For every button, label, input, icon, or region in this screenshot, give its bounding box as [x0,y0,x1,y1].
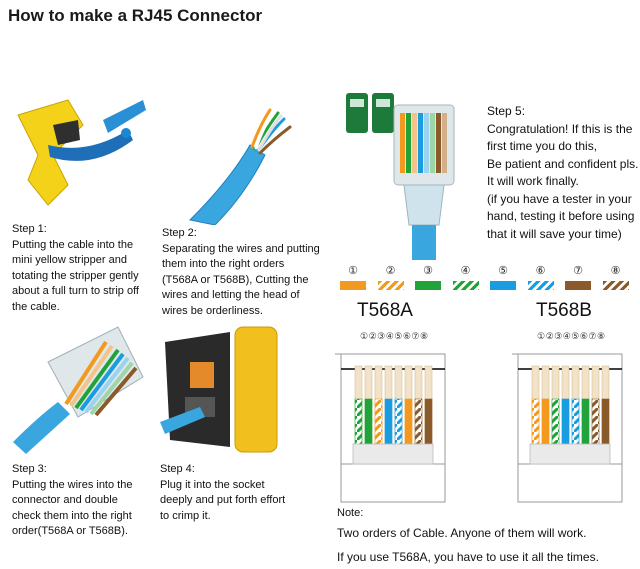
step5-text: Step 5: Congratulation! If this is the f… [487,103,638,243]
step5-line: Be patient and confident pls. [487,156,639,171]
wire-jacket [529,443,611,465]
step5-line: Congratulation! If this is the [487,121,633,136]
step2-label: Step 2: [162,227,197,239]
step1-label: Step 1: [12,223,47,235]
step5-line: It will work finally. [487,174,579,188]
step3-photo [8,322,148,457]
step5-line: (if you have a tester in your [487,191,632,206]
wire-number-4: ④ [460,265,471,277]
wire-swatch-1 [340,281,366,290]
t568a-pin-numbers: ①②③④⑤⑥⑦⑧ [360,331,429,341]
step3-line: connector and double [12,494,118,506]
step4-photo [160,322,290,457]
wire-swatch-7 [565,281,591,290]
t568b-pin-numbers: ①②③④⑤⑥⑦⑧ [537,331,606,341]
step1-line: about a full turn to strip off [12,285,139,297]
step5-label: Step 5: [487,104,526,118]
step2-line: wires be orderliness. [162,304,263,317]
wire-swatch-2 [377,281,404,290]
step1-line: the cable. [12,300,60,313]
t568a-connector-diagram [335,353,446,503]
t568b-title: T568B [536,300,592,321]
step5-photo [334,85,482,260]
wire-number-6: ⑥ [535,265,546,277]
wire-number-5: ⑤ [498,265,508,277]
step4-label: Step 4: [160,463,195,475]
step4-text: Step 4: Plug it into the socket deeply a… [160,462,285,524]
connector-base [517,463,623,503]
wire-number-1: ① [348,265,358,277]
wire-swatch-6 [527,281,554,290]
note-line-2: If you use T568A, you have to use it all… [337,550,599,564]
t568a-title: T568A [357,300,413,321]
wire-swatch-4 [452,281,479,290]
wire-swatch-3 [415,281,441,290]
step2-text: Step 2: Separating the wires and putting… [162,226,320,319]
step2-line: Separating the wires and putting [162,242,320,255]
wire-swatch-8 [602,281,629,290]
wire-number-7: ⑦ [573,265,583,277]
step1-line: mini yellow stripper and [12,254,127,266]
step3-line: check them into the right [12,509,132,522]
note-label: Note: [337,507,364,519]
wire-number-3: ③ [423,265,433,277]
step3-line: order(T568A or T568B). [12,525,128,537]
step4-line: to crimp it. [160,509,211,522]
step2-line: (T568A or T568B), Cutting the [162,273,309,286]
wire-number-2: ② [385,265,396,277]
note: Note: Two orders of Cable. Anyone of the… [337,505,599,569]
step1-line: totating the stripper gently [12,269,139,282]
wire-number-8: ⑧ [610,265,621,277]
wire-color-legend: ① ② ③ ④ ⑤ ⑥ ⑦ ⑧ [340,264,630,294]
step3-label: Step 3: [12,463,47,475]
step5-line: that it will save your time) [487,226,622,241]
step3-line: Putting the wires into the [12,478,133,491]
step2-photo [160,85,320,225]
step2-line: wires and letting the head of [162,289,300,301]
step3-text: Step 3: Putting the wires into the conne… [12,462,132,540]
step1-text: Step 1: Putting the cable into the mini … [12,222,139,315]
step4-line: Plug it into the socket [160,478,265,491]
wire-swatch-5 [490,281,516,290]
step5-line: first time you do this, [487,139,598,153]
page-title: How to make a RJ45 Connector [8,6,263,25]
step1-line: Putting the cable into the [12,238,134,251]
step2-line: them into the right orders [162,258,285,270]
connector-base [340,463,446,503]
wire-jacket [352,443,434,465]
step1-photo [8,85,148,215]
step4-line: deeply and put forth effort [160,494,286,506]
t568b-connector-diagram [512,353,623,503]
step5-line: hand, testing it before using [487,209,635,223]
note-line-1: Two orders of Cable. Anyone of them will… [337,526,587,540]
